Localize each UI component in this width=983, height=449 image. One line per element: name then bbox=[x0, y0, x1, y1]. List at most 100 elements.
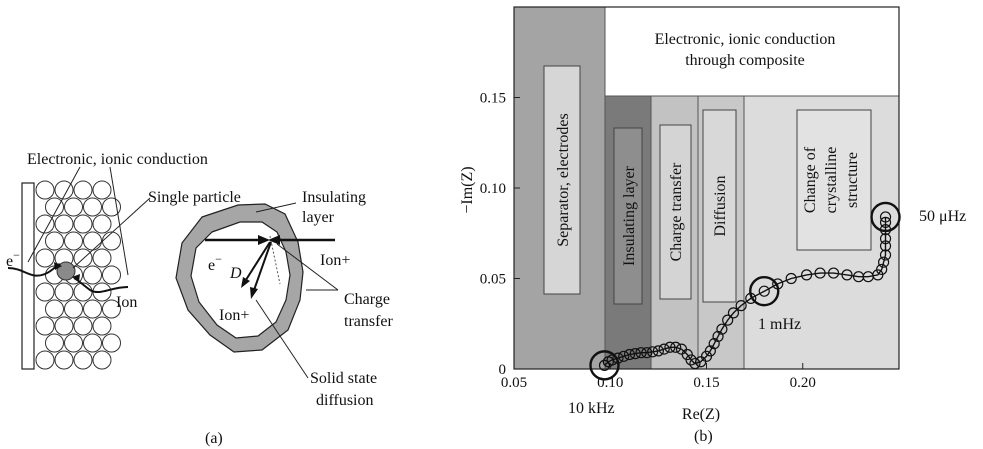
electron-particle-charge: − bbox=[215, 252, 222, 266]
data-point-7 bbox=[635, 347, 647, 359]
particle-10 bbox=[73, 214, 93, 234]
data-point-11 bbox=[658, 343, 670, 355]
particle-5 bbox=[64, 197, 83, 217]
charge-transfer-pointer bbox=[276, 243, 339, 291]
particle-42 bbox=[73, 350, 93, 370]
particle-13 bbox=[64, 231, 83, 251]
box-charge-transfer bbox=[659, 124, 692, 300]
particle-31 bbox=[102, 299, 121, 319]
data-point-5 bbox=[623, 348, 636, 361]
data-point-17 bbox=[689, 357, 701, 370]
particle-14 bbox=[83, 231, 102, 251]
ion-plus-outer-label: Ion+ bbox=[320, 252, 350, 269]
particle-9 bbox=[54, 214, 74, 234]
data-point-34 bbox=[841, 269, 853, 281]
particle-16 bbox=[35, 248, 55, 268]
marker-label-50uhz: 50 μHz bbox=[919, 208, 966, 225]
particle-39 bbox=[102, 333, 121, 353]
particle-6 bbox=[83, 197, 102, 217]
conduction-label: Electronic, ionic conduction bbox=[27, 151, 208, 168]
particle-3 bbox=[92, 180, 112, 200]
marker-label-1mhz: 1 mHz bbox=[758, 316, 801, 333]
diffusion-arrow-line-2 bbox=[252, 241, 272, 294]
highlighted-particle bbox=[56, 261, 76, 281]
particle-40 bbox=[35, 350, 55, 370]
data-point-32 bbox=[814, 267, 826, 279]
particle-4 bbox=[45, 197, 64, 217]
electron-left-charge: − bbox=[13, 248, 20, 262]
impedance-line bbox=[604, 217, 887, 366]
particle-32 bbox=[35, 316, 55, 336]
electron-arrow-head bbox=[54, 262, 62, 270]
particle-36 bbox=[45, 333, 64, 353]
particle-19 bbox=[92, 248, 112, 268]
data-point-24 bbox=[722, 314, 734, 326]
data-point-4 bbox=[618, 350, 630, 362]
ion-left-label: Ion bbox=[116, 294, 137, 311]
data-point-25 bbox=[727, 307, 740, 319]
marker-label-10khz: 10 kHz bbox=[568, 400, 615, 417]
particle-1 bbox=[54, 180, 74, 200]
ion-arrow-head bbox=[72, 274, 80, 282]
particle-28 bbox=[45, 299, 64, 319]
data-point-40 bbox=[879, 249, 892, 261]
particle-2 bbox=[73, 180, 93, 200]
y-axis-label: −Im(Z) bbox=[459, 166, 476, 213]
electron-flow-arrow-head bbox=[258, 235, 270, 245]
electron-left-symbol: e bbox=[6, 253, 13, 270]
particle-15 bbox=[102, 231, 121, 251]
diffusion-arrow-head-1 bbox=[241, 277, 250, 288]
conduction-pointer-right bbox=[109, 166, 129, 276]
electron-particle-label: e− bbox=[208, 252, 222, 274]
particle-0 bbox=[35, 180, 55, 200]
particle-33 bbox=[54, 316, 74, 336]
panel-b: Electronic, ionic conduction through com… bbox=[459, 6, 966, 445]
frequency-markers bbox=[589, 201, 901, 381]
data-point-31 bbox=[800, 269, 813, 281]
data-point-28 bbox=[758, 285, 770, 297]
data-point-30 bbox=[785, 272, 797, 285]
particle-41 bbox=[54, 350, 74, 370]
data-point-33 bbox=[827, 267, 840, 279]
particle-30 bbox=[83, 299, 102, 319]
data-point-42 bbox=[879, 233, 892, 245]
charge-transfer-label-2: transfer bbox=[344, 313, 394, 330]
insulating-label-2: layer bbox=[302, 209, 335, 226]
diffusion-arrow-line-1 bbox=[243, 241, 271, 284]
single-particle-label: Single particle bbox=[148, 189, 241, 206]
diffusion-symbol: D bbox=[229, 265, 242, 282]
data-point-26 bbox=[735, 300, 747, 312]
composite-label-1: Electronic, ionic conduction bbox=[655, 31, 836, 48]
particle-37 bbox=[64, 333, 83, 353]
diffusion-region-label: Diffusion bbox=[712, 175, 729, 236]
electron-particle-symbol: e bbox=[208, 257, 215, 274]
y-tick-label-2: 0.10 bbox=[480, 181, 506, 197]
charge-transfer-label-1: Charge bbox=[344, 291, 390, 308]
frequency-marker-1 bbox=[749, 275, 780, 307]
particle-pile bbox=[35, 180, 121, 370]
particle-38 bbox=[83, 333, 102, 353]
y-tick-label-0: 0 bbox=[499, 362, 507, 378]
insulating-pointer bbox=[255, 202, 297, 213]
y-tick-label-1: 0.05 bbox=[480, 272, 506, 288]
insulating-label-1: Insulating bbox=[302, 189, 366, 206]
frequency-marker-0 bbox=[589, 350, 620, 381]
box-separator bbox=[543, 65, 581, 295]
data-point-9 bbox=[646, 346, 659, 358]
solid-diffusion-label-2: diffusion bbox=[316, 392, 373, 409]
particle-24 bbox=[35, 282, 55, 302]
particle-43 bbox=[92, 350, 112, 370]
panel-b-caption: (b) bbox=[694, 428, 713, 445]
region-composite bbox=[605, 7, 899, 96]
panel-a: Electronic, ionic conduction Single part… bbox=[6, 151, 394, 447]
particle-25 bbox=[54, 282, 74, 302]
data-point-44 bbox=[879, 216, 892, 228]
data-point-23 bbox=[716, 323, 728, 335]
particle-insulating-shell bbox=[175, 203, 304, 353]
data-point-39 bbox=[877, 256, 890, 268]
box-insulating bbox=[613, 127, 643, 305]
crystal-label-3: structure bbox=[844, 152, 861, 208]
particle-35 bbox=[92, 316, 112, 336]
insulating-layer-label: Insulating layer bbox=[621, 165, 638, 266]
data-point-45 bbox=[879, 211, 892, 223]
